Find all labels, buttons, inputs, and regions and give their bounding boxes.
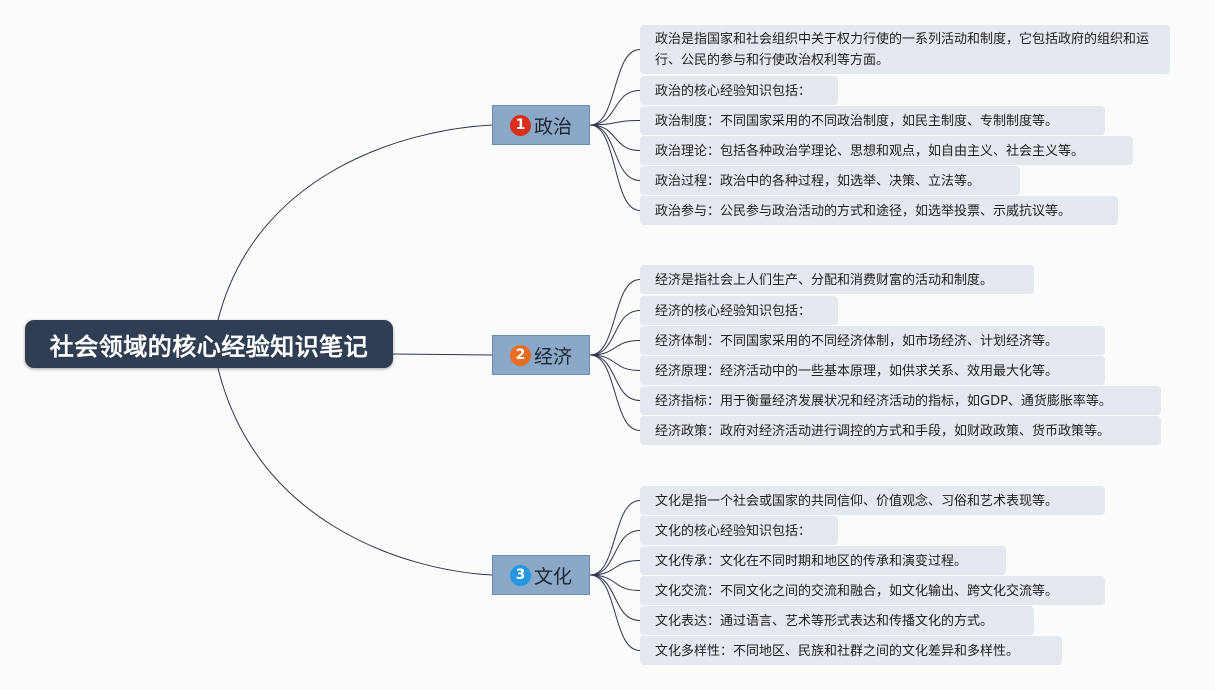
- leaf-culture-exchange[interactable]: 文化交流：不同文化之间的交流和融合，如文化输出、跨文化交流等。: [640, 576, 1105, 605]
- connector-branch-to-leaf: [589, 124, 641, 211]
- connector-branch-to-leaf: [589, 310, 641, 356]
- leaf-politics-definition[interactable]: 政治是指国家和社会组织中关于权力行使的一系列活动和制度，它包括政府的组织和运行、…: [640, 25, 1170, 74]
- connector-central-to-culture: [217, 367, 493, 576]
- connector-branch-to-leaf: [589, 124, 641, 181]
- connector-branch-to-leaf: [589, 340, 641, 356]
- connector-branch-to-leaf: [589, 574, 641, 651]
- branch-label: 文化: [533, 565, 572, 588]
- connector-branch-to-leaf: [589, 120, 641, 126]
- connector-branch-to-leaf: [589, 124, 641, 151]
- connector-branch-to-leaf: [589, 279, 641, 356]
- leaf-culture-expression[interactable]: 文化表达：通过语言、艺术等形式表达和传播文化的方式。: [640, 606, 1034, 635]
- leaf-politics-theory[interactable]: 政治理论：包括各种政治学理论、思想和观点，如自由主义、社会主义等。: [640, 136, 1133, 165]
- leaf-culture-diversity[interactable]: 文化多样性：不同地区、民族和社群之间的文化差异和多样性。: [640, 636, 1062, 665]
- connector-branch-to-leaf: [589, 49, 641, 126]
- branch-economy[interactable]: 2 经济: [492, 335, 590, 375]
- leaf-economy-principles[interactable]: 经济原理：经济活动中的一些基本原理，如供求关系、效用最大化等。: [640, 356, 1105, 385]
- connector-branch-to-leaf: [589, 574, 641, 621]
- connector-branch-to-leaf: [589, 530, 641, 576]
- leaf-culture-heritage[interactable]: 文化传承：文化在不同时期和地区的传承和演变过程。: [640, 546, 1006, 575]
- connector-branch-to-leaf: [589, 500, 641, 576]
- branch-culture[interactable]: 3 文化: [492, 555, 590, 595]
- number-badge-icon: 3: [509, 564, 531, 586]
- leaf-economy-definition[interactable]: 经济是指社会上人们生产、分配和消费财富的活动和制度。: [640, 265, 1034, 294]
- central-topic[interactable]: 社会领域的核心经验知识笔记: [25, 320, 393, 368]
- leaf-economy-heading[interactable]: 经济的核心经验知识包括：: [640, 296, 838, 325]
- leaf-culture-heading[interactable]: 文化的核心经验知识包括：: [640, 516, 838, 545]
- leaf-culture-definition[interactable]: 文化是指一个社会或国家的共同信仰、价值观念、习俗和艺术表现等。: [640, 486, 1105, 515]
- connector-branch-to-leaf: [589, 574, 641, 591]
- leaf-politics-process[interactable]: 政治过程：政治中的各种过程，如选举、决策、立法等。: [640, 166, 1020, 195]
- number-badge-icon: 2: [509, 344, 531, 366]
- connector-branch-to-leaf: [589, 560, 641, 576]
- connector-branch-to-leaf: [589, 90, 641, 126]
- branch-label: 经济: [533, 345, 572, 368]
- leaf-economy-system[interactable]: 经济体制：不同国家采用的不同经济体制，如市场经济、计划经济等。: [640, 326, 1105, 355]
- central-topic-label: 社会领域的核心经验知识笔记: [49, 332, 369, 361]
- leaf-politics-participation[interactable]: 政治参与：公民参与政治活动的方式和途径，如选举投票、示威抗议等。: [640, 196, 1118, 225]
- connector-branch-to-leaf: [589, 354, 641, 431]
- branch-label: 政治: [533, 115, 572, 138]
- leaf-economy-indicators[interactable]: 经济指标：用于衡量经济发展状况和经济活动的指标，如GDP、通货膨胀率等。: [640, 386, 1161, 415]
- connector-branch-to-leaf: [589, 354, 641, 401]
- connector-central-to-economy: [392, 353, 493, 356]
- connector-branch-to-leaf: [589, 354, 641, 371]
- number-badge-icon: 1: [509, 114, 531, 136]
- leaf-politics-heading[interactable]: 政治的核心经验知识包括：: [640, 76, 838, 105]
- branch-politics[interactable]: 1 政治: [492, 105, 590, 145]
- leaf-economy-policy[interactable]: 经济政策：政府对经济活动进行调控的方式和手段，如财政政策、货币政策等。: [640, 416, 1161, 445]
- leaf-politics-system[interactable]: 政治制度：不同国家采用的不同政治制度，如民主制度、专制制度等。: [640, 106, 1105, 135]
- connector-central-to-politics: [217, 124, 493, 321]
